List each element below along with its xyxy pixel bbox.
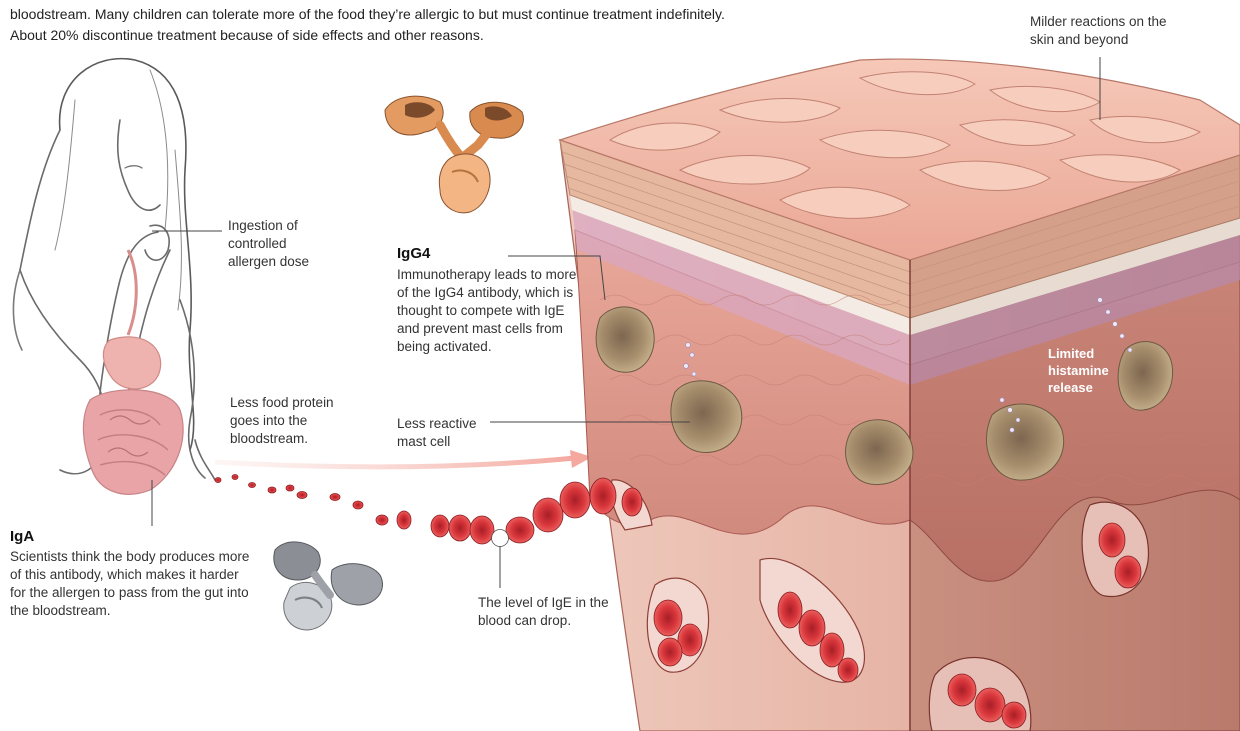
igg4-body: Immunotherapy leads to more of the IgG4 … bbox=[397, 266, 577, 356]
red-blood-cell bbox=[622, 488, 642, 516]
red-blood-cell bbox=[431, 515, 449, 537]
iga-title: IgA bbox=[10, 528, 255, 545]
label-less-food-protein: Less food protein goes into the bloodstr… bbox=[230, 394, 355, 448]
protein-particle bbox=[249, 483, 256, 488]
red-blood-cell bbox=[1002, 702, 1026, 728]
protein-particle bbox=[232, 475, 238, 480]
iga-body: Scientists think the body produces more … bbox=[10, 548, 255, 620]
igg4-antibody bbox=[385, 96, 523, 213]
intro-line-2: About 20% discontinue treatment because … bbox=[10, 25, 910, 45]
red-blood-cell bbox=[330, 494, 340, 501]
red-blood-cell bbox=[470, 516, 494, 544]
igg4-callout: IgG4 Immunotherapy leads to more of the … bbox=[397, 245, 577, 356]
red-blood-cell bbox=[654, 600, 682, 636]
red-blood-cell bbox=[658, 638, 682, 666]
red-blood-cell bbox=[590, 478, 616, 514]
protein-particle bbox=[215, 478, 221, 483]
protein-particle bbox=[286, 485, 294, 491]
red-blood-cell bbox=[975, 688, 1005, 722]
flow-arrow bbox=[215, 458, 575, 467]
red-blood-cell bbox=[353, 501, 363, 509]
ige-marker bbox=[493, 531, 507, 545]
red-blood-cell bbox=[799, 610, 825, 646]
label-ige-level: The level of IgE in the blood can drop. bbox=[478, 594, 613, 630]
igg4-title: IgG4 bbox=[397, 245, 577, 262]
red-blood-cell bbox=[1115, 556, 1141, 588]
red-blood-cell bbox=[449, 515, 471, 541]
red-blood-cell bbox=[838, 658, 858, 682]
iga-antibody bbox=[274, 542, 383, 630]
red-blood-cell bbox=[948, 674, 976, 706]
label-ingestion: Ingestion of controlled allergen dose bbox=[228, 217, 338, 271]
mast-cell bbox=[596, 307, 654, 372]
red-blood-cell bbox=[506, 517, 534, 543]
intro-line-1: bloodstream. Many children can tolerate … bbox=[10, 4, 910, 24]
red-blood-cell bbox=[560, 482, 590, 518]
label-limited-histamine: Limited histamine release bbox=[1048, 345, 1128, 396]
label-milder-reactions: Milder reactions on the skin and beyond bbox=[1030, 13, 1180, 49]
mast-cell bbox=[986, 404, 1063, 480]
label-less-reactive: Less reactive mast cell bbox=[397, 415, 487, 451]
protein-particle bbox=[268, 487, 276, 493]
red-blood-cell bbox=[297, 492, 307, 499]
red-blood-cell bbox=[1099, 523, 1125, 557]
digestive-tract bbox=[83, 250, 183, 494]
red-blood-cell bbox=[778, 592, 802, 628]
red-blood-cell bbox=[533, 498, 563, 532]
red-blood-cell bbox=[376, 515, 388, 525]
mast-cell bbox=[846, 420, 913, 485]
iga-callout: IgA Scientists think the body produces m… bbox=[10, 528, 255, 620]
red-blood-cell bbox=[397, 511, 411, 529]
